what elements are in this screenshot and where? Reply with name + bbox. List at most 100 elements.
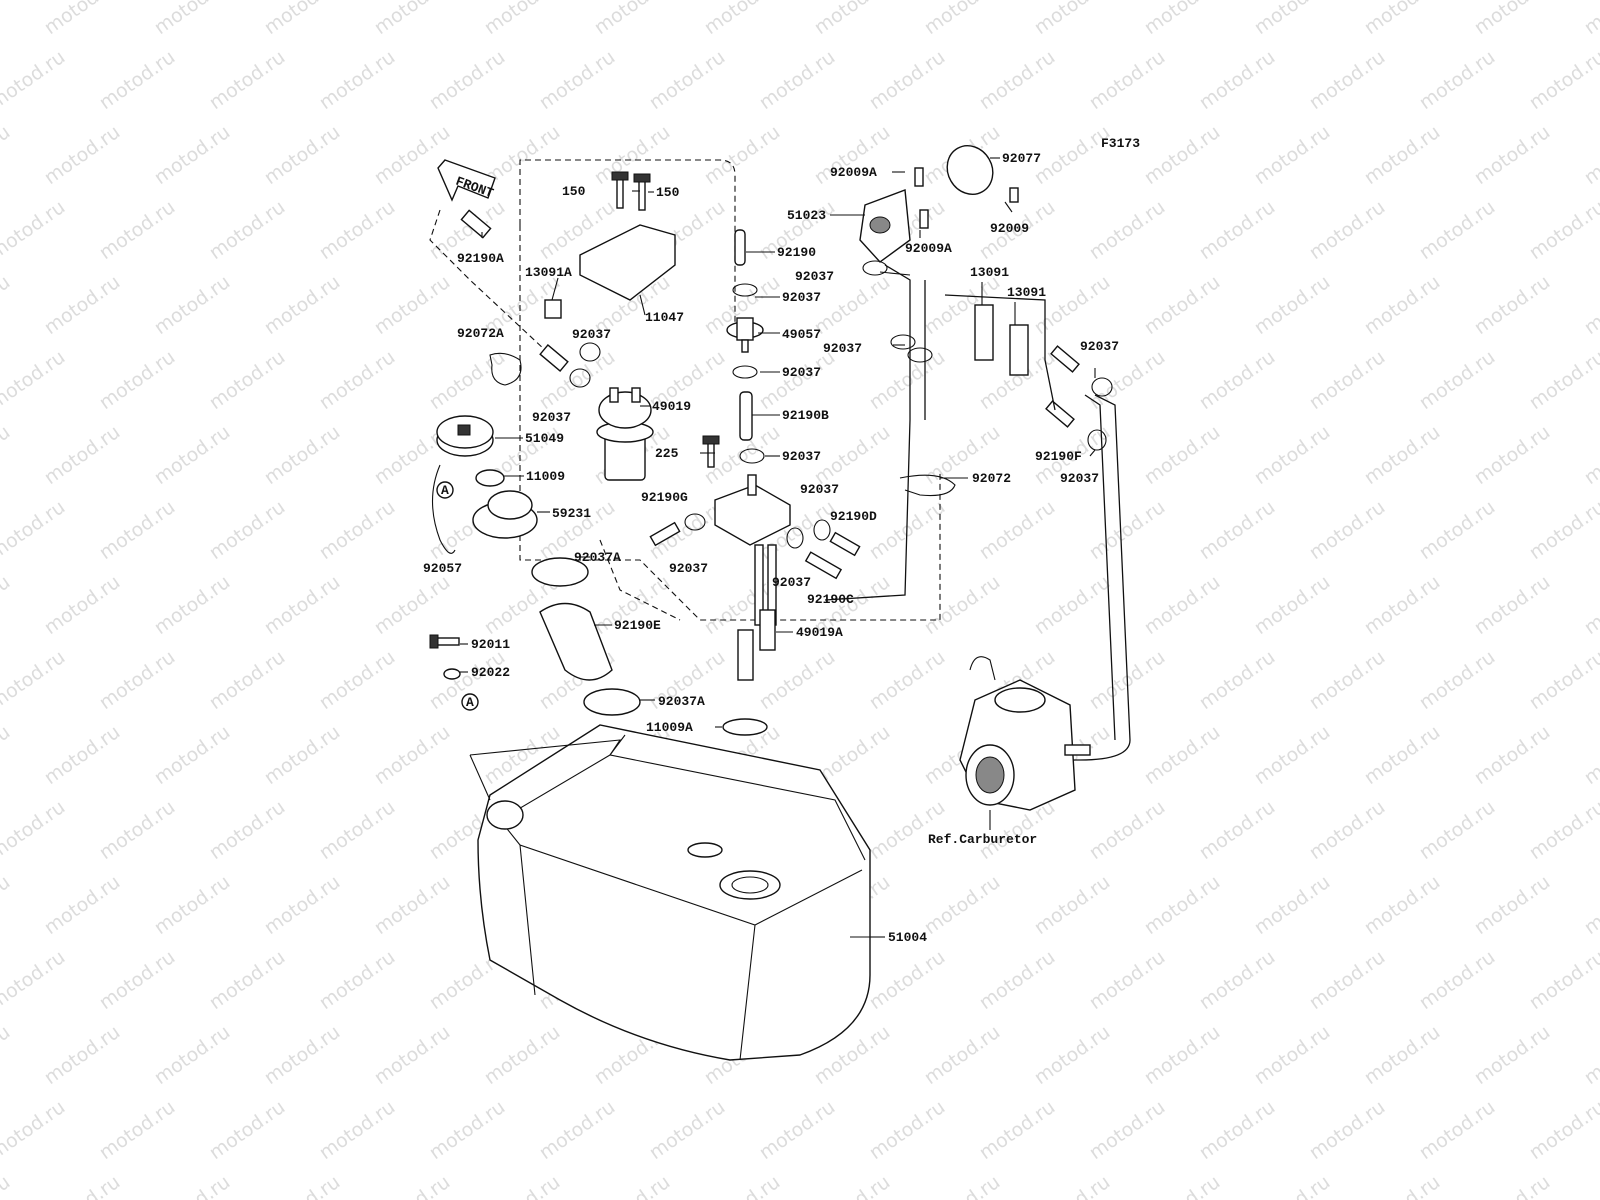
watermark-text: motod.ru	[1360, 1021, 1444, 1089]
part-label: 92072A	[457, 326, 504, 341]
watermark-text: motod.ru	[425, 46, 509, 114]
watermark-text: motod.ru	[1085, 46, 1169, 114]
watermark-text: motod.ru	[535, 1096, 619, 1164]
watermark-text: motod.ru	[480, 1171, 564, 1200]
reference-label: Ref.Carburetor	[928, 832, 1037, 847]
bolt-150-right	[638, 179, 646, 211]
part-label: 92022	[471, 665, 510, 680]
watermark-text: motod.ru	[260, 271, 344, 339]
watermark-text: motod.ru	[645, 46, 729, 114]
part-label: 92009	[990, 221, 1029, 236]
watermark-text: motod.ru	[1470, 871, 1554, 939]
watermark-text: motod.ru	[0, 1171, 14, 1200]
watermark-text: motod.ru	[1305, 46, 1389, 114]
watermark-text: motod.ru	[920, 571, 1004, 639]
callout-marker-a-top: A	[436, 481, 454, 499]
part-label: 92190G	[641, 490, 688, 505]
watermark-text: motod.ru	[1525, 946, 1600, 1014]
fuel-pump-51023	[859, 167, 1019, 263]
part-label: 92037	[669, 561, 708, 576]
watermark-text: motod.ru	[535, 46, 619, 114]
part-label: 150	[656, 185, 680, 200]
watermark-text: motod.ru	[150, 271, 234, 339]
watermark-text: motod.ru	[1250, 271, 1334, 339]
watermark-text: motod.ru	[315, 646, 399, 714]
watermark-text: motod.ru	[40, 571, 124, 639]
watermark-text: motod.ru	[260, 721, 344, 789]
watermark-text: motod.ru	[95, 46, 179, 114]
watermark-text: motod.ru	[1415, 496, 1499, 564]
watermark-text: motod.ru	[865, 1096, 949, 1164]
watermark-text: motod.ru	[1470, 721, 1554, 789]
watermark-text: motod.ru	[370, 1021, 454, 1089]
watermark-text: motod.ru	[1305, 346, 1389, 414]
watermark-text: motod.ru	[1030, 1021, 1114, 1089]
watermark-text: motod.ru	[0, 871, 14, 939]
watermark-text: motod.ru	[1580, 121, 1600, 189]
watermark-text: motod.ru	[1140, 721, 1224, 789]
watermark-text: motod.ru	[40, 421, 124, 489]
watermark-text: motod.ru	[1360, 121, 1444, 189]
watermark-text: motod.ru	[1580, 1171, 1600, 1200]
watermark-text: motod.ru	[1140, 271, 1224, 339]
watermark-text: motod.ru	[645, 1096, 729, 1164]
carburetor	[959, 656, 1091, 811]
watermark-text: motod.ru	[1360, 871, 1444, 939]
watermark-text: motod.ru	[40, 1171, 124, 1200]
watermark-text: motod.ru	[975, 496, 1059, 564]
watermark-text: motod.ru	[1525, 496, 1600, 564]
retainer-13091-left	[974, 304, 994, 361]
part-label: 92190B	[782, 408, 829, 423]
clamp-rings-92037	[569, 260, 1113, 549]
watermark-text: motod.ru	[865, 646, 949, 714]
watermark-text: motod.ru	[1415, 196, 1499, 264]
watermark-text: motod.ru	[205, 946, 289, 1014]
part-label: 49019A	[796, 625, 843, 640]
filler-neck-59231	[472, 490, 538, 539]
watermark-text: motod.ru	[260, 871, 344, 939]
watermark-text: motod.ru	[1195, 496, 1279, 564]
cap-cord-92057	[432, 464, 456, 554]
part-label: 92072	[972, 471, 1011, 486]
hose-92190E	[539, 602, 613, 681]
band-92072	[899, 474, 956, 497]
watermark-text: motod.ru	[260, 1021, 344, 1089]
watermark-text: motod.ru	[1360, 721, 1444, 789]
retainer-13091-right	[1009, 324, 1029, 376]
watermark-text: motod.ru	[1525, 796, 1600, 864]
watermark-text: motod.ru	[0, 196, 69, 264]
watermark-text: motod.ru	[370, 0, 454, 39]
watermark-text: motod.ru	[205, 346, 289, 414]
watermark-text: motod.ru	[1360, 421, 1444, 489]
watermark-text: motod.ru	[95, 946, 179, 1014]
part-label: 92037	[782, 449, 821, 464]
watermark-text: motod.ru	[1470, 1021, 1554, 1089]
watermark-text: motod.ru	[1030, 271, 1114, 339]
watermark-text: motod.ru	[1140, 0, 1224, 39]
watermark-text: motod.ru	[95, 196, 179, 264]
watermark-text: motod.ru	[865, 796, 949, 864]
watermark-text: motod.ru	[315, 496, 399, 564]
fuel-tank-51004	[477, 724, 871, 1061]
watermark-text: motod.ru	[975, 46, 1059, 114]
watermark-text: motod.ru	[150, 871, 234, 939]
svg-text:A: A	[466, 695, 474, 710]
part-label: 92057	[423, 561, 462, 576]
watermark-text: motod.ru	[1250, 1171, 1334, 1200]
watermark-text: motod.ru	[1525, 196, 1600, 264]
watermark-text: motod.ru	[95, 346, 179, 414]
part-label: 92037A	[574, 550, 621, 565]
fuel-valve-49019A	[714, 474, 791, 681]
watermark-text: motod.ru	[0, 946, 69, 1014]
part-label: 92037	[782, 290, 821, 305]
part-label: 51049	[525, 431, 564, 446]
hose-92190B	[739, 391, 753, 441]
watermark-text: motod.ru	[40, 271, 124, 339]
watermark-text: motod.ru	[1250, 121, 1334, 189]
watermark-text: motod.ru	[0, 1021, 14, 1089]
watermark-text: motod.ru	[1250, 1021, 1334, 1089]
watermark-text: motod.ru	[0, 421, 14, 489]
watermark-text: motod.ru	[0, 46, 69, 114]
watermark-text: motod.ru	[1415, 646, 1499, 714]
